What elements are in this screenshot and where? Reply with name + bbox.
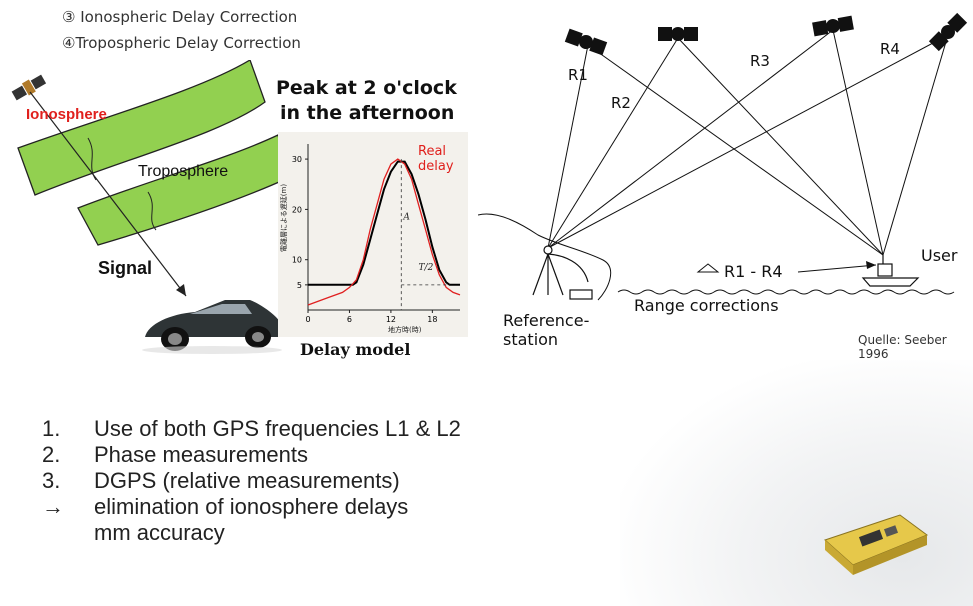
label-reference-line2: station [503, 330, 559, 349]
chart-title-line2: in the afternoon [280, 102, 455, 124]
atmosphere-diagram [11, 60, 289, 354]
label-r4: R4 [880, 40, 900, 58]
terrain-outline [478, 213, 612, 301]
satellite-r4-icon [928, 12, 968, 52]
list-item: mm accuracy [94, 520, 225, 545]
ionosphere-label: Ionosphere [26, 106, 107, 123]
y-tick-label: 10 [292, 256, 302, 265]
label-reference-line1: Reference- [503, 311, 590, 330]
satellite-r2-icon [658, 27, 698, 41]
user-boat-icon [861, 255, 920, 287]
x-tick-label: 12 [386, 315, 396, 324]
chart-peak-label: A [402, 212, 410, 222]
chart-half-label: T/2 [419, 263, 434, 273]
chart-y-label: 電離層による遅延(m) [279, 184, 288, 252]
signal-path [29, 91, 187, 297]
list-item: 3.DGPS (relative measurements) [42, 468, 400, 493]
legend-real: Real [418, 144, 447, 159]
method-list: 1.Use of both GPS frequencies L1 & L2 2.… [42, 416, 461, 546]
satellite-r1-icon [564, 28, 608, 56]
label-user: User [921, 246, 958, 265]
chart-title-line1: Peak at 2 o'clock [276, 77, 457, 99]
y-tick-label: 30 [292, 155, 302, 164]
y-tick-label: 5 [297, 281, 302, 290]
satellite-r3-icon [812, 15, 854, 37]
signal-label: Signal [98, 258, 153, 278]
label-r1: R1 [568, 66, 588, 84]
x-tick-label: 18 [427, 315, 437, 324]
tropospheric-correction-text: ④Tropospheric Delay Correction [62, 34, 301, 52]
delay-chart: 30 20 10 5 0 6 12 18 A T/2 電離層による遅延(m) 地方時(時) [278, 132, 468, 337]
label-range-corrections: Range corrections [634, 296, 779, 315]
satellite-icon [11, 74, 47, 101]
label-range-diff: R1 - R4 [724, 262, 783, 281]
troposphere-label: Troposphere [138, 163, 229, 180]
source-citation: Quelle: Seeber 1996 [858, 333, 947, 361]
range-correction-arrow [797, 264, 877, 273]
reference-station-icon [532, 245, 593, 300]
legend-delay: delay [418, 159, 454, 174]
list-item: 1.Use of both GPS frequencies L1 & L2 [42, 416, 461, 441]
snow-background [620, 360, 973, 606]
water-waves [617, 289, 955, 295]
x-tick-label: 0 [305, 315, 310, 324]
label-r2: R2 [611, 94, 631, 112]
chart-x-label: 地方時(時) [388, 325, 422, 334]
list-item: →elimination of ionosphere delays [42, 494, 409, 519]
signal-arrow-head [176, 284, 186, 296]
real-delay-series [307, 158, 461, 306]
gps-receiver-device [824, 514, 929, 575]
car-icon [142, 300, 282, 354]
delay-model-caption: Delay model [300, 340, 411, 359]
label-r3: R3 [750, 52, 770, 70]
x-tick-label: 6 [347, 315, 352, 324]
ionosphere-band [17, 60, 266, 196]
y-tick-label: 20 [292, 205, 302, 214]
list-item: 2.Phase measurements [42, 442, 308, 467]
dgps-diagram [478, 12, 968, 301]
ionospheric-correction-text: ③ Ionospheric Delay Correction [62, 8, 298, 26]
